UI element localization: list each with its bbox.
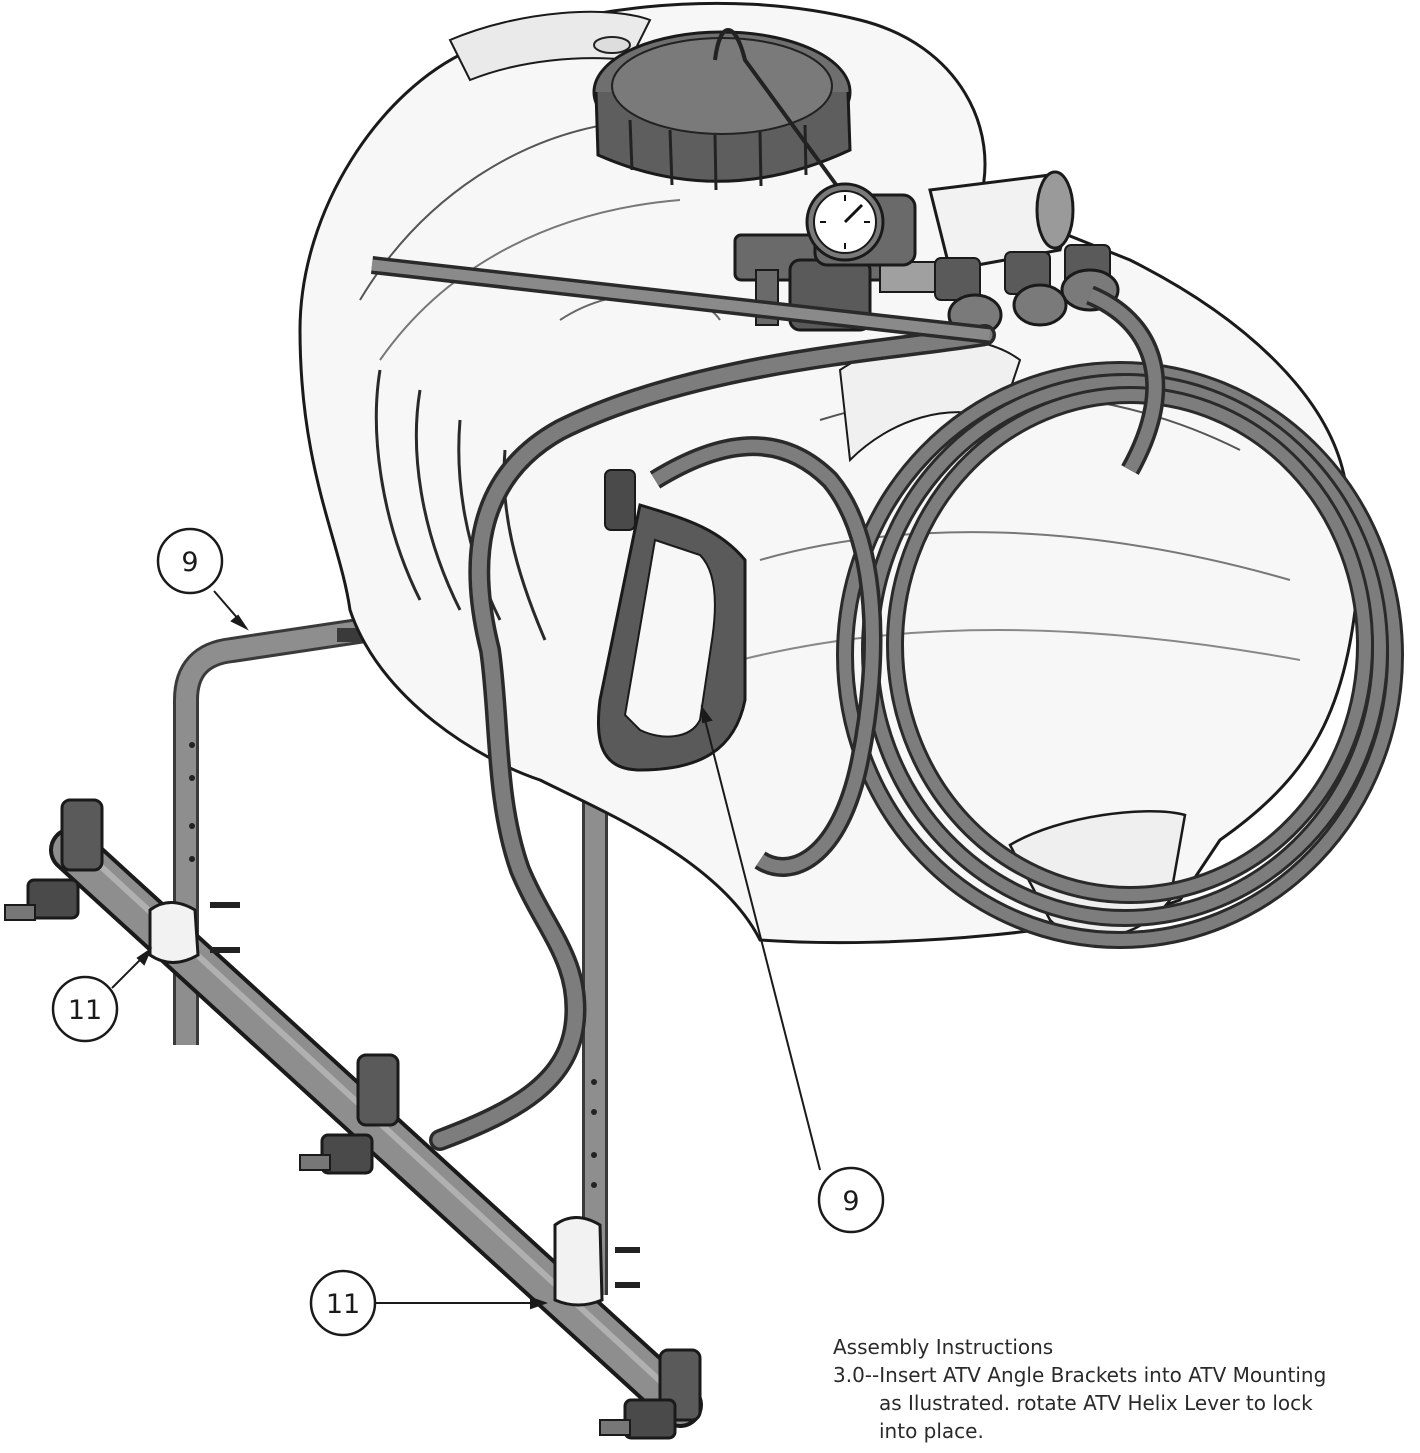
callout-11-left: 11 [51, 975, 119, 1043]
spray-gun-icon [596, 469, 747, 772]
boom-clamp-right [553, 1216, 640, 1307]
nozzle-left-icon [4, 798, 104, 921]
hoses [370, 256, 1404, 1151]
svg-text:11: 11 [326, 1289, 360, 1320]
callout-9-bottom: 9 [817, 1166, 885, 1234]
tank-lid [592, 28, 852, 192]
callout-leaders [111, 590, 821, 1310]
assembly-instructions: Assembly Instructions 3.0--Insert ATV An… [833, 1333, 1420, 1445]
svg-text:9: 9 [181, 547, 198, 578]
callout-9-top: 9 [156, 527, 224, 595]
pressure-gauge-icon [805, 182, 917, 267]
instructions-step-line-2: as Ilustrated. rotate ATV Helix Lever to… [879, 1391, 1313, 1415]
nozzle-center-icon [299, 1053, 400, 1175]
callout-11-bottom: 11 [309, 1269, 377, 1337]
nozzle-right-icon [599, 1348, 702, 1440]
boom-clamp-left [148, 901, 240, 964]
instructions-title: Assembly Instructions [833, 1335, 1054, 1359]
svg-text:9: 9 [842, 1186, 859, 1217]
instructions-step-line-3: into place. [879, 1419, 984, 1443]
svg-text:11: 11 [68, 995, 102, 1026]
instructions-step-line-1: 3.0--Insert ATV Angle Brackets into ATV … [833, 1363, 1327, 1387]
